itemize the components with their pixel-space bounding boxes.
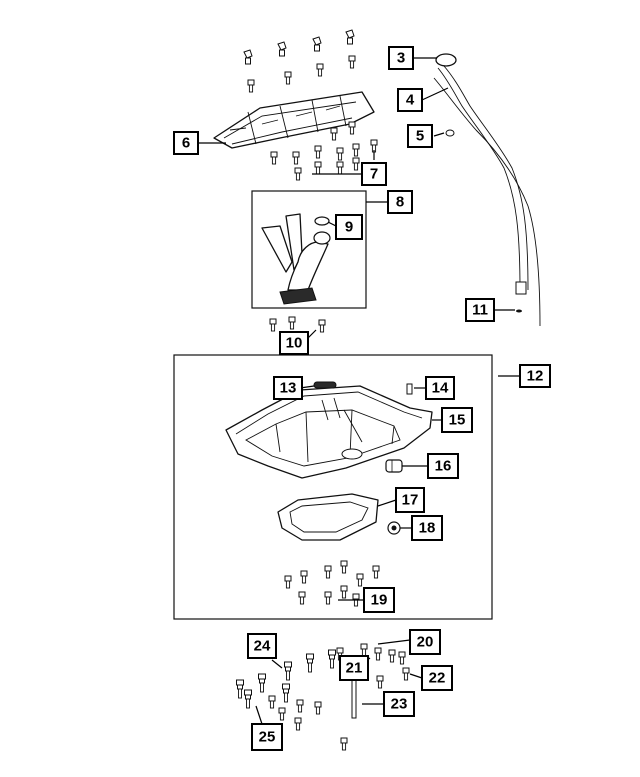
callout-7: 7 [361, 162, 387, 186]
callout-24: 24 [247, 633, 277, 659]
oil-pan-lower [277, 493, 379, 541]
oil-pan-dowel [406, 383, 413, 395]
dipstick-o-ring [445, 129, 455, 137]
oil-filter-adapter-plug [385, 459, 403, 473]
callout-15: 15 [441, 407, 473, 433]
pickup-tube-o-ring [314, 216, 330, 226]
callout-9: 9 [335, 214, 363, 240]
callout-8: 8 [387, 190, 413, 214]
svg-text:13: 13 [280, 380, 297, 397]
oil-pan-box [173, 354, 493, 620]
svg-text:9: 9 [345, 219, 353, 236]
svg-text:6: 6 [182, 135, 190, 152]
svg-text:16: 16 [435, 458, 452, 475]
svg-text:8: 8 [396, 194, 404, 211]
svg-text:19: 19 [371, 592, 388, 609]
callout-16: 16 [427, 453, 459, 479]
svg-text:7: 7 [370, 166, 378, 183]
oil-dipstick-tube [433, 53, 541, 327]
windage-tray [213, 91, 375, 149]
callout-12: 12 [519, 364, 551, 388]
callout-22: 22 [421, 665, 453, 691]
svg-text:12: 12 [527, 368, 544, 385]
callout-23: 23 [383, 691, 415, 717]
callout-3: 3 [388, 46, 414, 70]
callout-5: 5 [407, 124, 433, 148]
callout-14: 14 [425, 376, 455, 400]
callout-13: 13 [273, 376, 303, 400]
svg-text:15: 15 [449, 412, 466, 429]
oil-pan-gasket-seal [313, 381, 337, 389]
callout-18: 18 [411, 515, 443, 541]
svg-text:18: 18 [419, 520, 436, 537]
svg-text:14: 14 [432, 380, 449, 397]
windage-tray-fasteners-top [243, 29, 356, 93]
oil-drain-plug [387, 521, 401, 535]
svg-text:4: 4 [406, 92, 415, 109]
callout-4: 4 [397, 88, 423, 112]
oil-pump-pickup-tube [261, 213, 331, 305]
callout-10: 10 [279, 331, 309, 355]
pickup-tube-bolts [269, 316, 326, 333]
callout-20: 20 [409, 629, 441, 655]
svg-text:23: 23 [391, 696, 408, 713]
callout-19: 19 [363, 587, 395, 613]
svg-text:5: 5 [416, 128, 424, 145]
oil-pickup-box [251, 190, 367, 309]
svg-text:22: 22 [429, 670, 446, 687]
svg-text:3: 3 [397, 50, 405, 67]
svg-text:24: 24 [254, 638, 271, 655]
callout-6: 6 [173, 131, 199, 155]
callout-17: 17 [395, 487, 425, 513]
svg-text:17: 17 [402, 492, 419, 509]
svg-text:21: 21 [346, 660, 363, 677]
svg-text:20: 20 [417, 634, 434, 651]
svg-text:11: 11 [472, 302, 488, 319]
callout-11: 11 [465, 298, 495, 322]
svg-text:10: 10 [286, 335, 303, 352]
callout-25: 25 [251, 723, 283, 751]
svg-text:25: 25 [259, 729, 276, 746]
callout-21: 21 [339, 655, 369, 681]
